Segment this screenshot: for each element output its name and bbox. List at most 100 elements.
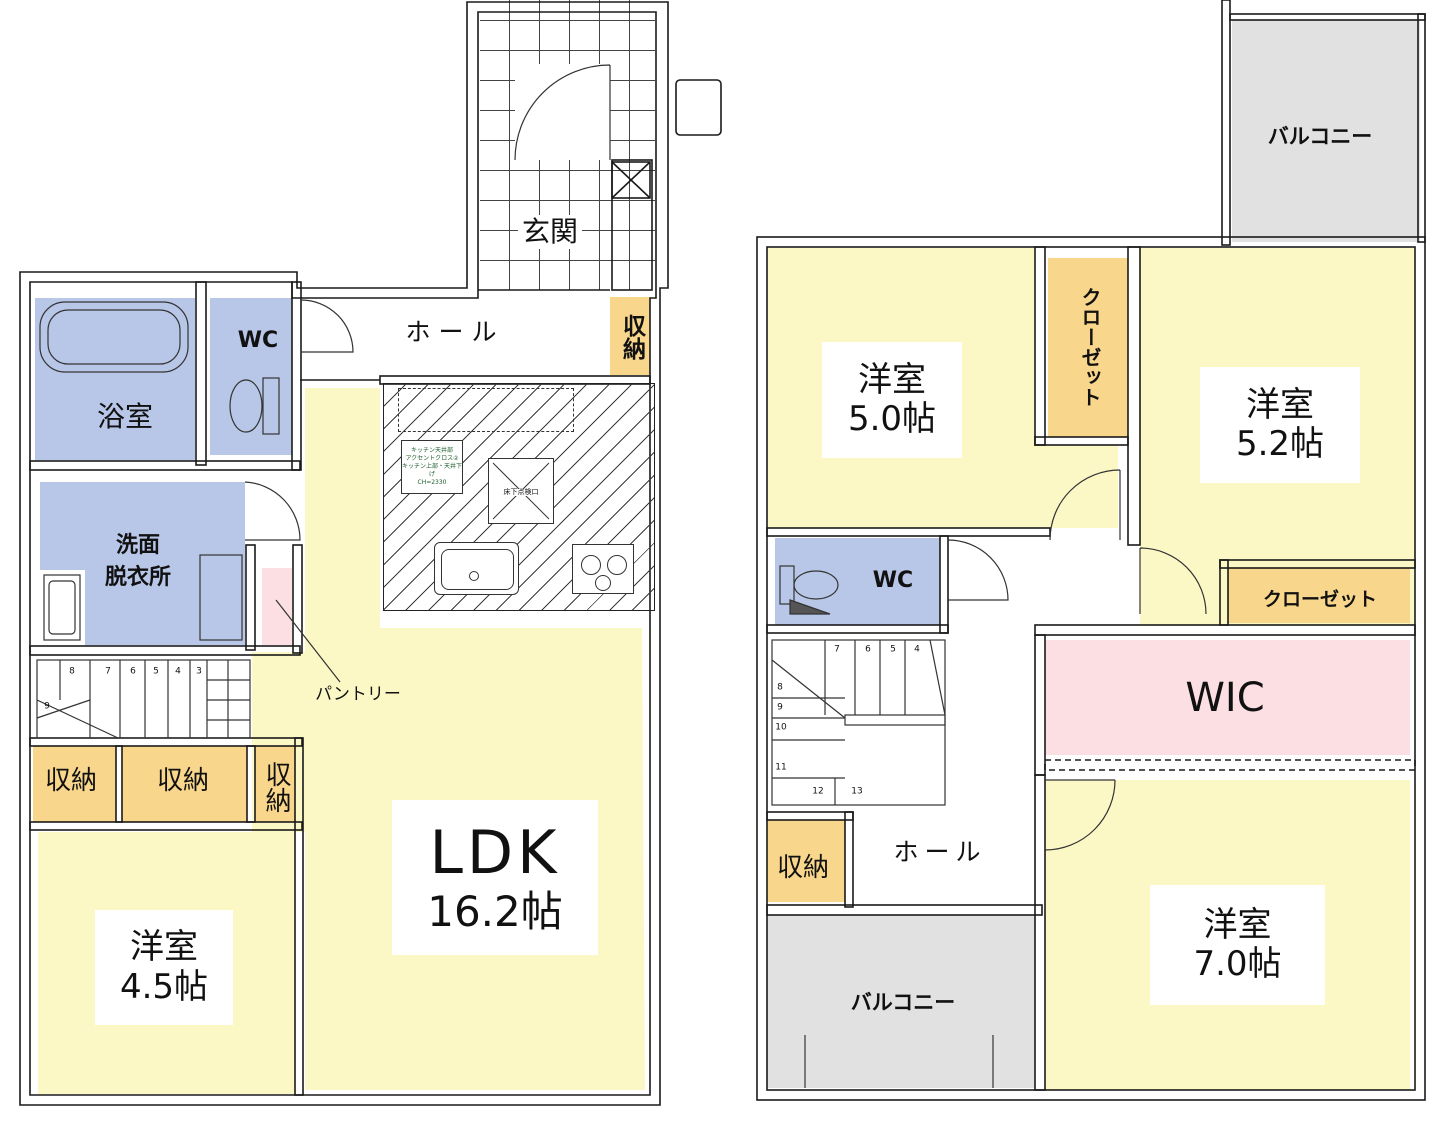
closet-horizontal-floor xyxy=(1228,568,1410,623)
kitchen-area: キッチン天井部 アクセントクロス② キッチン上部・天井下げ CH=2330 床下… xyxy=(383,383,655,611)
wall-room50-closet xyxy=(1034,246,1046,446)
room-5-2-size: 5.2帖 xyxy=(1235,424,1325,464)
wall-room50-bottom xyxy=(766,527,1051,537)
bathroom-label: 浴室 xyxy=(96,400,154,433)
stair-winder xyxy=(36,699,119,739)
shoe-cabinet xyxy=(611,159,653,291)
balcony-top-rail-top xyxy=(1229,13,1426,21)
wall-wc2-bottom xyxy=(766,624,949,634)
storage-right-floor xyxy=(255,746,295,822)
ldk-size: 16.2帖 xyxy=(427,886,563,936)
balcony-bottom-floor xyxy=(767,915,1035,1088)
room-5-2-label-box: 洋室 5.2帖 xyxy=(1200,367,1360,483)
stair-step-number: 8 xyxy=(777,682,783,693)
wall-wic-left xyxy=(1034,634,1046,776)
western-room-4-5-label-box: 洋室 4.5帖 xyxy=(95,910,233,1025)
kitchen-sink xyxy=(434,542,519,595)
stair-winder xyxy=(36,699,91,719)
wc2-door-swing xyxy=(947,539,1009,601)
wic-floor xyxy=(1045,640,1410,755)
wall-closet-bottom xyxy=(1034,436,1129,446)
kitchen-note-line: CH=2330 xyxy=(417,479,447,487)
entrance-label: 玄関 xyxy=(517,215,583,249)
western-room-4-5-name: 洋室 xyxy=(130,927,198,968)
washing-machine xyxy=(43,574,81,641)
bathtub xyxy=(39,301,189,373)
stair-step-number: 9 xyxy=(44,701,50,712)
toilet-mat xyxy=(789,599,831,615)
washroom-door-swing xyxy=(244,481,301,541)
balcony-top-label: バルコニー xyxy=(1267,124,1373,149)
wall-wic-top xyxy=(1034,624,1416,636)
wc-2f-label: WC xyxy=(872,568,914,593)
storage-2f-floor xyxy=(767,820,845,902)
toilet-tank xyxy=(262,377,280,435)
stair-step-number: 4 xyxy=(175,666,181,677)
hall-storage-label: 収納 xyxy=(618,314,645,360)
wall-bath-wc xyxy=(195,281,207,466)
kitchen-note-line: キッチン天井部 xyxy=(410,447,453,454)
storage-2f-label: 収納 xyxy=(776,853,830,883)
floor-inspection-label: 床下点検口 xyxy=(489,489,553,496)
stair-step-number: 7 xyxy=(834,644,840,655)
stairs-2f xyxy=(771,639,946,806)
kitchen-note-line: アクセントクロス② xyxy=(405,455,459,463)
wall-bath-bottom xyxy=(29,460,301,471)
room-7-0-label-box: 洋室 7.0帖 xyxy=(1150,885,1325,1005)
entrance-box-x xyxy=(611,161,651,199)
hall-2f-label: ホール xyxy=(893,837,987,867)
toilet-bowl xyxy=(229,379,263,433)
stair-step-number: 3 xyxy=(196,666,202,677)
bathtub-inner xyxy=(47,309,181,365)
stair-step-number: 5 xyxy=(153,666,159,677)
wall-storage-divider-1 xyxy=(115,745,123,823)
wall-room-ldk xyxy=(294,737,304,1096)
ldk-label-box: LDK 16.2帖 xyxy=(392,800,598,955)
wall-room70-left xyxy=(1034,774,1046,1091)
stair-step-number: 10 xyxy=(775,722,787,733)
stair-step-number: 8 xyxy=(69,666,75,677)
hall-storage-floor xyxy=(610,297,650,375)
entrance-door-swing xyxy=(514,64,611,161)
bathroom-floor xyxy=(35,298,195,460)
room52-door-swing xyxy=(1139,547,1207,615)
stair-winder xyxy=(929,639,946,716)
upper-cabinet-outline xyxy=(398,388,574,432)
floor2-inner-wall xyxy=(766,246,1416,1091)
western-room-4-5-size: 4.5帖 xyxy=(119,966,209,1007)
room-7-0-name: 洋室 xyxy=(1203,904,1272,945)
pantry-leader xyxy=(275,599,341,683)
room-7-0-size: 7.0帖 xyxy=(1193,944,1282,984)
room70-door-swing xyxy=(1044,779,1116,851)
stair-step-number: 9 xyxy=(777,702,783,713)
stair-step-number: 7 xyxy=(105,666,111,677)
wall-storage-bottom xyxy=(29,821,303,831)
stair-step-number: 6 xyxy=(865,644,871,655)
wall-wc-hall xyxy=(291,281,302,471)
sink-basin xyxy=(441,549,514,590)
kitchen-note: キッチン天井部 アクセントクロス② キッチン上部・天井下げ CH=2330 xyxy=(401,440,463,494)
hall-1f-label: ホール xyxy=(405,317,505,347)
balcony-bottom-label: バルコニー xyxy=(850,990,956,1015)
entrance-door-area xyxy=(515,64,610,160)
sink-drain-icon xyxy=(469,571,479,581)
ldk-name: LDK xyxy=(429,817,561,888)
washing-machine-inner xyxy=(48,580,76,635)
floor2-fills xyxy=(767,20,1420,1090)
wc-1f-label: WC xyxy=(237,328,279,353)
washroom-label-line2: 脱衣所 xyxy=(104,565,172,590)
wc1-floor xyxy=(210,298,292,455)
storage-left-label: 収納 xyxy=(44,766,98,796)
pantry-floor xyxy=(262,568,292,645)
room-5-2-name: 洋室 xyxy=(1246,384,1314,425)
room-5-0-name: 洋室 xyxy=(858,359,926,400)
washroom-floor xyxy=(40,482,245,645)
fixtures xyxy=(36,64,1207,1088)
wall-storage-divider-2 xyxy=(246,745,256,823)
closet-vertical-label: クローゼット xyxy=(1078,287,1102,407)
room-5-0-label-box: 洋室 5.0帖 xyxy=(822,342,962,458)
wall-pantry-right xyxy=(292,544,303,654)
wall-storage2f-top xyxy=(766,811,854,821)
wall-wc2-right xyxy=(939,535,949,634)
